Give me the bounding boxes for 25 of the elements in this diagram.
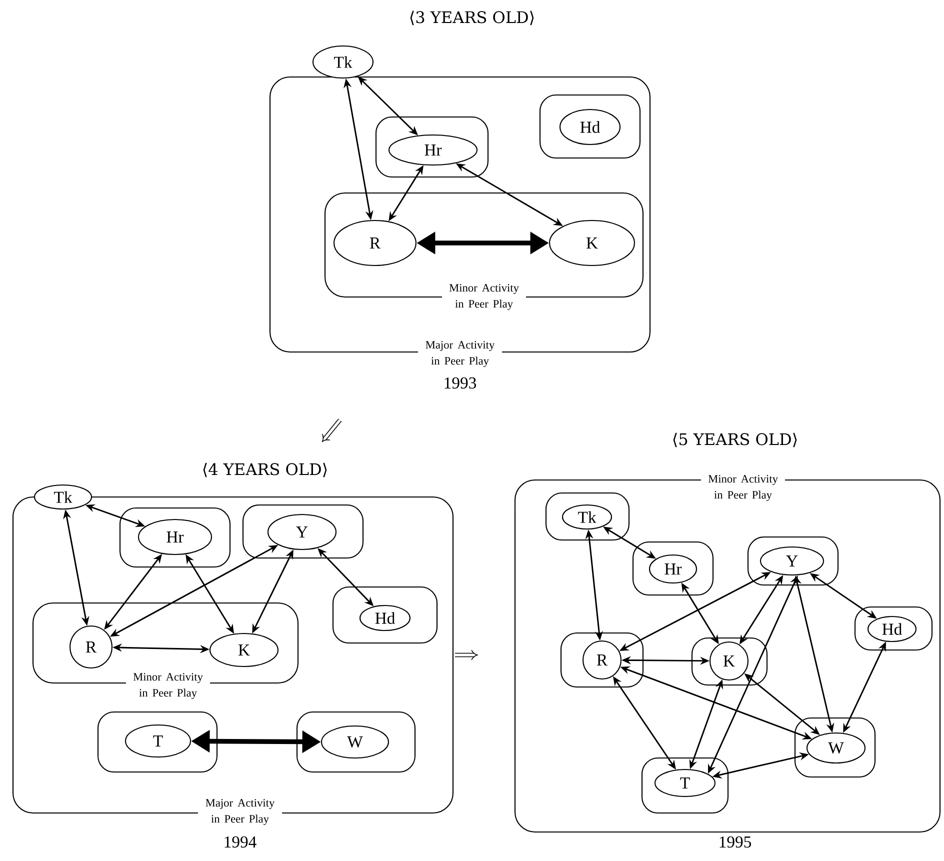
group-box: [296, 711, 416, 773]
node-label: in Peer Play: [139, 688, 197, 699]
panel-title: ⟨4 YEARS OLD⟩: [203, 462, 327, 478]
node-label: in Peer Play: [211, 814, 269, 825]
group-box: [747, 536, 839, 586]
group-box: [632, 541, 714, 596]
group-box: [332, 586, 438, 644]
group-box: [539, 94, 641, 159]
panel-title: ⟨5 YEARS OLD⟩: [673, 432, 797, 448]
group-box: [794, 717, 876, 778]
year-label: 1993: [444, 377, 476, 389]
year-label: 1994: [224, 836, 256, 848]
group-box: [545, 492, 630, 541]
group-box: [119, 507, 231, 568]
node-label: in Peer Play: [455, 300, 513, 310]
panel-title: ⟨3 YEARS OLD⟩: [410, 10, 534, 26]
group-box: [97, 711, 218, 773]
group-box: [242, 504, 364, 559]
year-label: 1995: [720, 836, 752, 848]
group-box: [375, 116, 489, 178]
group-box: [691, 637, 768, 686]
group-box: [854, 606, 933, 651]
group-box: [641, 757, 729, 814]
node-label: in Peer Play: [431, 356, 489, 367]
group-box: [560, 632, 644, 688]
